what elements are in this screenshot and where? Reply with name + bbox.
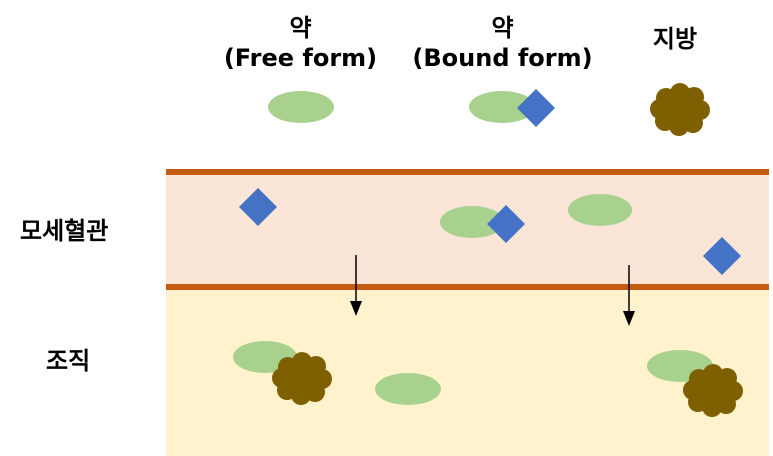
diffusion-arrow bbox=[350, 255, 362, 316]
legend-bound-drug-ellipse bbox=[469, 91, 535, 123]
legend-bound-drug-label: 약 (Bound form) bbox=[405, 13, 600, 73]
capillary-label: 모세혈관 bbox=[20, 217, 109, 245]
legend-fat-label: 지방 bbox=[630, 24, 720, 54]
free-protein-diamond bbox=[239, 188, 277, 226]
tissue-drug-ellipse bbox=[375, 373, 441, 405]
bound-drug-ellipse bbox=[440, 206, 504, 238]
legend-bound-drug-subtitle: (Bound form) bbox=[412, 44, 593, 72]
legend-bound-drug-title: 약 bbox=[491, 14, 514, 42]
legend-fat-blob bbox=[650, 83, 710, 136]
tissue-label: 조직 bbox=[46, 347, 91, 375]
free-protein-diamond bbox=[703, 237, 741, 275]
capillary-bottom-membrane bbox=[166, 284, 769, 290]
bound-protein-diamond bbox=[487, 205, 525, 243]
free-drug-ellipse bbox=[568, 194, 632, 226]
legend-free-drug-ellipse bbox=[268, 91, 334, 123]
capillary-top-membrane bbox=[166, 169, 769, 175]
tissue-fat-blob bbox=[272, 352, 332, 405]
legend-free-drug-subtitle: (Free form) bbox=[223, 44, 378, 72]
tissue-fat-blob bbox=[683, 364, 743, 417]
diffusion-arrow bbox=[623, 265, 635, 326]
legend-free-drug-label: 약 (Free form) bbox=[218, 13, 383, 73]
legend-free-drug-title: 약 bbox=[289, 14, 312, 42]
legend-bound-protein-diamond bbox=[517, 89, 555, 127]
legend-fat-title: 지방 bbox=[652, 25, 698, 53]
